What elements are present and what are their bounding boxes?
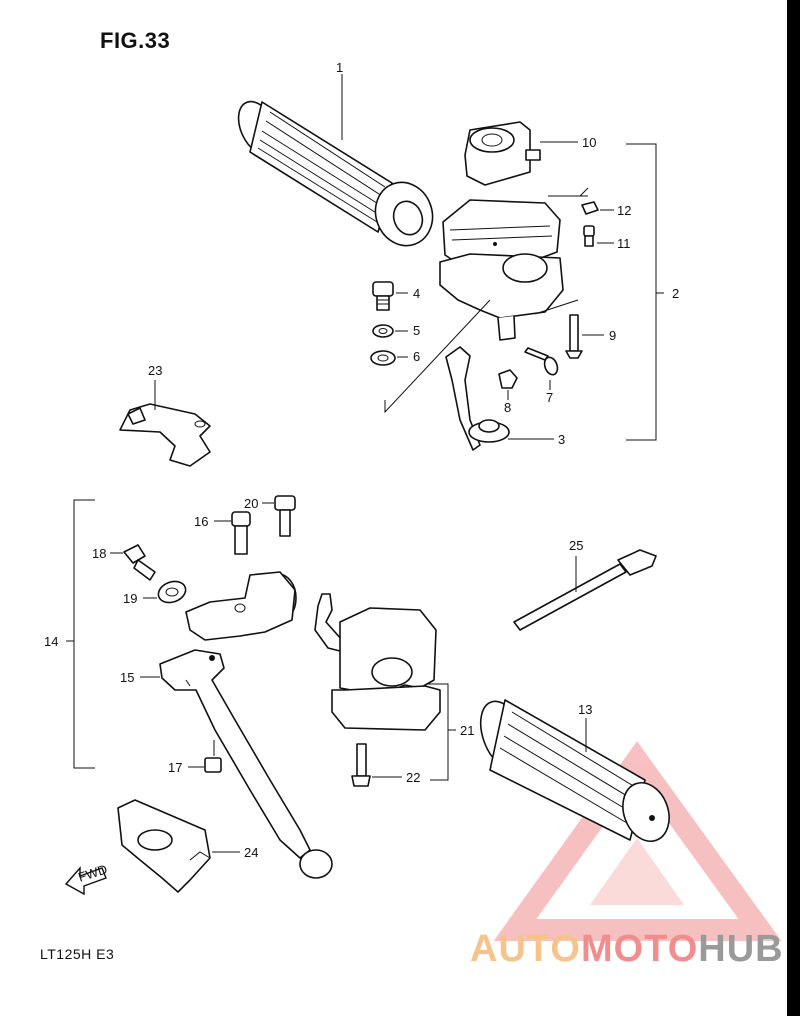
callout-5: 5 bbox=[413, 323, 420, 338]
watermark-moto: MOTO bbox=[580, 928, 699, 970]
callout-11: 11 bbox=[617, 236, 631, 251]
callout-14: 14 bbox=[44, 634, 58, 649]
pointer-line bbox=[548, 187, 589, 197]
watermark-triangle bbox=[493, 741, 782, 941]
bracket-14 bbox=[66, 499, 95, 769]
callout-15: 15 bbox=[120, 670, 134, 685]
watermark-text: AUTOMOTOHUB bbox=[470, 928, 784, 971]
washer-6-part bbox=[370, 350, 396, 366]
bracket-2 bbox=[626, 143, 664, 441]
lever-bracket-part bbox=[185, 571, 297, 641]
callout-8: 8 bbox=[504, 400, 511, 415]
screw-9-part bbox=[565, 314, 583, 359]
callout-18: 18 bbox=[92, 546, 106, 561]
nut-12-part bbox=[581, 201, 599, 215]
screw-22-part bbox=[351, 743, 371, 787]
callout-25: 25 bbox=[569, 538, 583, 553]
switch-lower-housing-part bbox=[439, 253, 564, 341]
grip-right-part bbox=[479, 699, 670, 842]
pointer-line bbox=[384, 299, 491, 414]
callout-10: 10 bbox=[582, 135, 596, 150]
bracket-23-part bbox=[119, 403, 211, 467]
callout-17: 17 bbox=[168, 760, 182, 775]
throttle-lever-part bbox=[445, 346, 510, 451]
screw-7-part bbox=[524, 347, 559, 376]
clutch-lever-part bbox=[159, 649, 333, 879]
bracket-21 bbox=[428, 683, 456, 781]
callout-7: 7 bbox=[546, 390, 553, 405]
callout-6: 6 bbox=[413, 349, 420, 364]
callout-1: 1 bbox=[336, 60, 343, 75]
washer-5-part bbox=[372, 324, 394, 338]
dust-cover-24-part bbox=[117, 799, 211, 893]
callout-24: 24 bbox=[244, 845, 258, 860]
callout-12: 12 bbox=[617, 203, 631, 218]
nut-8-part bbox=[498, 369, 518, 389]
callout-22: 22 bbox=[406, 770, 420, 785]
pivot-bolt-16-part bbox=[231, 511, 251, 555]
watermark-hub: HUB bbox=[698, 928, 784, 970]
left-switch-part bbox=[314, 593, 441, 731]
fwd-arrow-icon: FWD bbox=[64, 861, 109, 896]
grip-left-part bbox=[237, 100, 434, 247]
callout-labels: 1 2 3 4 5 6 7 8 9 10 11 12 13 14 15 16 1… bbox=[44, 60, 679, 860]
callout-21: 21 bbox=[460, 723, 474, 738]
callout-2: 2 bbox=[672, 286, 679, 301]
bolt-20-part bbox=[274, 495, 296, 537]
screw-11-part bbox=[583, 225, 595, 247]
callout-13: 13 bbox=[578, 702, 592, 717]
callout-4: 4 bbox=[413, 286, 420, 301]
callout-19: 19 bbox=[123, 591, 137, 606]
throttle-cap-part bbox=[464, 121, 541, 186]
nut-17-part bbox=[204, 757, 222, 773]
adjuster-18-part bbox=[123, 544, 156, 581]
model-code: LT125H E3 bbox=[40, 946, 115, 962]
callout-16: 16 bbox=[194, 514, 208, 529]
pointer-line bbox=[534, 299, 579, 315]
watermark-auto: AUTO bbox=[470, 928, 581, 970]
locknut-19-part bbox=[157, 580, 187, 604]
right-edge-bar bbox=[787, 0, 800, 1016]
cable-tie-25-part bbox=[513, 549, 657, 631]
figure-title: FIG.33 bbox=[100, 28, 171, 53]
callout-9: 9 bbox=[609, 328, 616, 343]
callout-3: 3 bbox=[558, 432, 565, 447]
callout-20: 20 bbox=[244, 496, 258, 511]
bolt-4-part bbox=[372, 281, 394, 311]
callout-23: 23 bbox=[148, 363, 162, 378]
